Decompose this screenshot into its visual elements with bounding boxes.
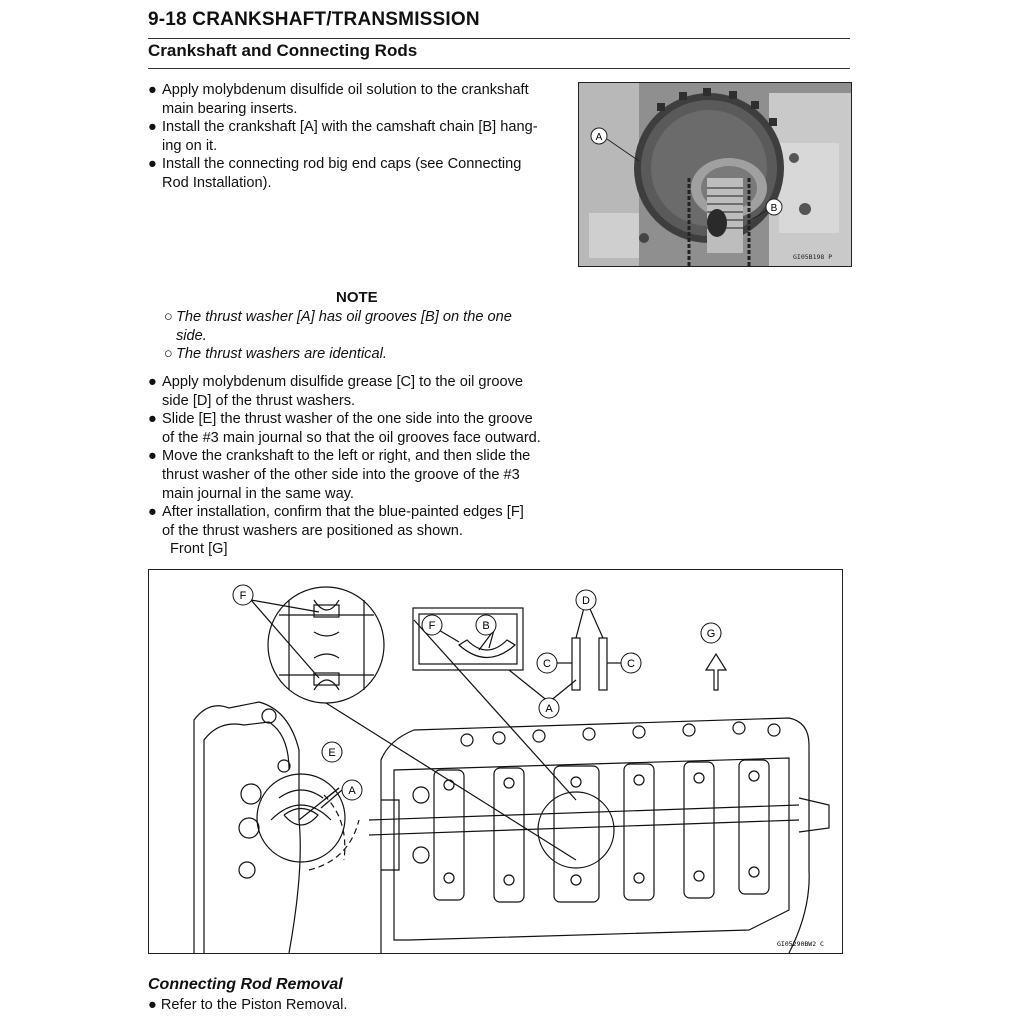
bullet-item: ● Refer to the Piston Removal. xyxy=(148,996,347,1014)
bullet-line: main bearing inserts. xyxy=(162,100,298,117)
bullet-line: Apply molybdenum disulfide grease [C] to… xyxy=(162,374,523,390)
bullet-line: thrust washer of the other side into the… xyxy=(162,466,520,483)
note-line: side. xyxy=(176,327,207,344)
page-title: 9-18 CRANKSHAFT/TRANSMISSION xyxy=(148,9,480,30)
section-heading-connecting-rod-removal: Connecting Rod Removal xyxy=(148,976,343,993)
bullet-line: Slide [E] the thrust washer of the one s… xyxy=(162,411,533,428)
crankshaft-photo: A B GI05B198 P xyxy=(578,82,852,267)
diagram-label: F xyxy=(240,590,247,602)
note-item: ○ The thrust washers are identical. xyxy=(164,345,558,364)
bullet-line: Rod Installation). xyxy=(162,174,272,191)
diagram-label: C xyxy=(627,658,635,670)
note-item: ○ The thrust washer [A] has oil grooves … xyxy=(164,308,558,345)
photo-code: GI05B198 P xyxy=(793,253,832,261)
bullet-line: Apply molybdenum disulfide oil solution … xyxy=(162,82,529,98)
bullet-icon: ● xyxy=(148,119,157,136)
bullet-icon: ● xyxy=(148,448,157,465)
diagram-label: C xyxy=(543,658,551,670)
bullet-line: Install the crankshaft [A] with the cams… xyxy=(162,119,538,136)
bullet-icon: ● xyxy=(148,374,157,390)
photo-label: B xyxy=(771,203,778,214)
top-instructions: ● Apply molybdenum disulfide oil solutio… xyxy=(148,81,558,193)
note-circle-icon: ○ xyxy=(164,346,173,363)
bullet-line: of the thrust washers are positioned as … xyxy=(162,522,463,539)
bullet-item: ● After installation, confirm that the b… xyxy=(148,503,558,540)
bullet-icon: ● xyxy=(148,82,157,98)
diagram-label: A xyxy=(348,785,356,797)
bullet-icon: ● xyxy=(148,411,157,428)
bullet-icon: ● xyxy=(148,156,157,173)
thrust-washer-instructions: ● Apply molybdenum disulfide grease [C] … xyxy=(148,373,558,559)
section-rule xyxy=(148,68,850,69)
bullet-item: ● Install the crankshaft [A] with the ca… xyxy=(148,118,558,155)
bullet-line: of the #3 main journal so that the oil g… xyxy=(162,429,541,446)
diagram-label: F xyxy=(429,620,436,632)
diagram-label: A xyxy=(545,703,553,715)
bullet-line: side [D] of the thrust washers. xyxy=(162,392,356,409)
diagram-label: D xyxy=(582,595,590,607)
note-circle-icon: ○ xyxy=(164,309,173,325)
bullet-icon: ● xyxy=(148,997,157,1013)
bullet-item: ● Slide [E] the thrust washer of the one… xyxy=(148,410,558,447)
bullet-item: ● Apply molybdenum disulfide grease [C] … xyxy=(148,373,558,410)
bullet-icon: ● xyxy=(148,504,157,521)
note-heading: NOTE xyxy=(336,289,378,306)
bullet-line: ing on it. xyxy=(162,137,218,154)
bullet-item: ● Install the connecting rod big end cap… xyxy=(148,155,558,192)
diagram-label: B xyxy=(482,620,489,632)
crankshaft-photo-illustration: A B GI05B198 P xyxy=(579,83,851,266)
title-rule xyxy=(148,38,850,39)
note-line: The thrust washer [A] has oil grooves [B… xyxy=(176,309,512,325)
front-label: Front [G] xyxy=(170,541,228,558)
thrust-washer-diagram: F F B C C D G A E A GI05290BW2 C xyxy=(148,569,843,954)
photo-label: A xyxy=(596,132,603,143)
bullet-line: Install the connecting rod big end caps … xyxy=(162,156,522,173)
diagram-code: GI05290BW2 C xyxy=(777,940,824,948)
bullet-item: ● Apply molybdenum disulfide oil solutio… xyxy=(148,81,558,118)
note-box: ○ The thrust washer [A] has oil grooves … xyxy=(164,308,558,364)
thrust-washer-illustration: F F B C C D G A E A GI05290BW2 C xyxy=(193,584,830,953)
bullet-line: main journal in the same way. xyxy=(162,485,354,502)
bullet-item: ● Move the crankshaft to the left or rig… xyxy=(148,447,558,503)
bullet-line: Move the crankshaft to the left or right… xyxy=(162,448,531,465)
bullet-line: After installation, confirm that the blu… xyxy=(162,504,524,521)
diagram-label: E xyxy=(328,747,335,759)
diagram-label: G xyxy=(707,628,716,640)
section-title: Crankshaft and Connecting Rods xyxy=(148,41,418,60)
note-line: The thrust washers are identical. xyxy=(176,346,387,363)
bullet-line: Refer to the Piston Removal. xyxy=(160,997,348,1013)
